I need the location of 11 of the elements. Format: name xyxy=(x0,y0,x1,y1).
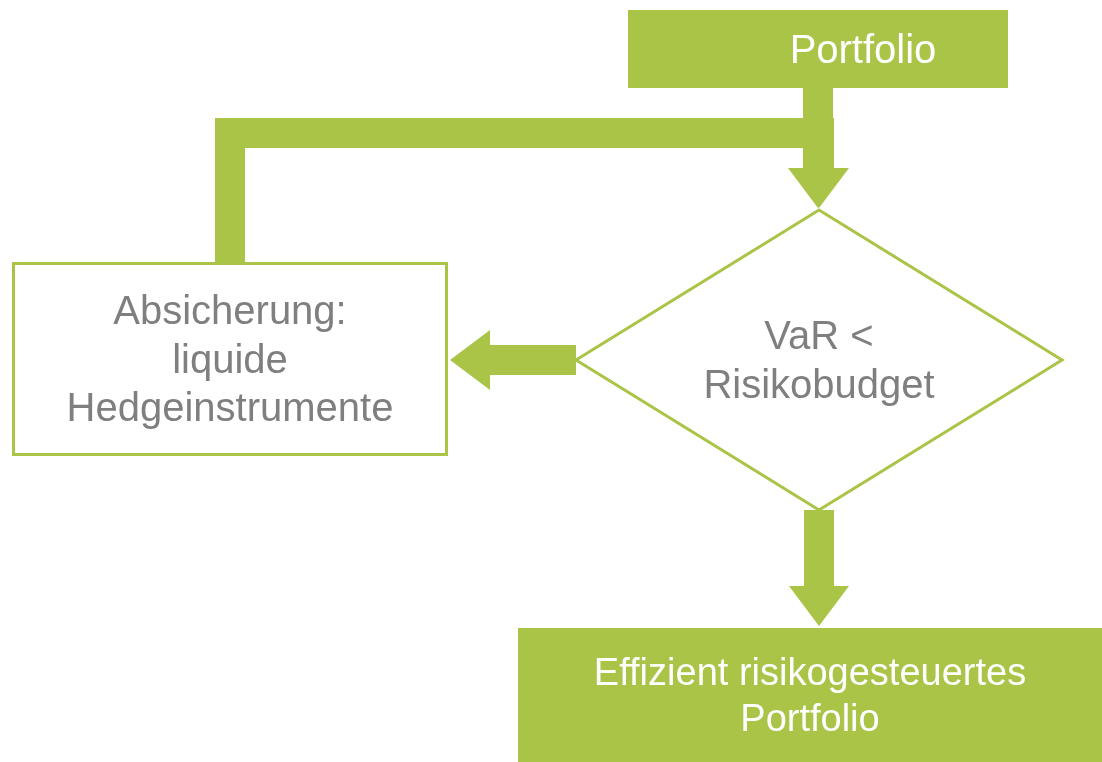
node-label: Portfolio xyxy=(788,25,937,73)
node-label: Effizient risikogesteuertes Portfolio xyxy=(592,649,1028,741)
node-label: Absicherung: liquide Hedgeinstrumente xyxy=(65,286,395,432)
decision-diamond xyxy=(573,208,1065,512)
arrow xyxy=(789,510,849,626)
arrow xyxy=(450,330,576,390)
node-label: VaR < Risikobudget xyxy=(702,312,936,408)
arrow xyxy=(215,118,849,262)
process-box xyxy=(518,628,1102,762)
hedge-box xyxy=(12,262,448,456)
process-box xyxy=(628,10,1008,88)
